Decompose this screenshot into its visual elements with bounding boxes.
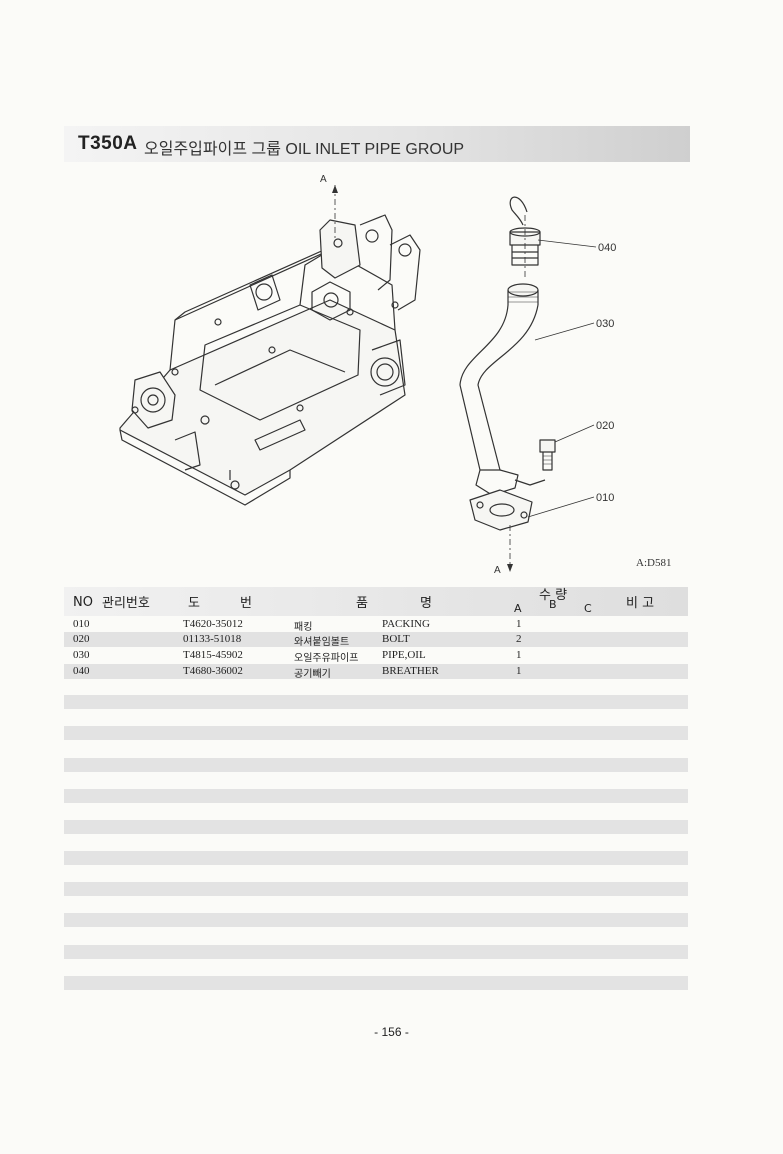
group-title: 오일주입파이프 그룹 OIL INLET PIPE GROUP	[144, 141, 465, 158]
cell-eng-name: BREATHER	[382, 665, 439, 677]
callout-010: 010	[596, 492, 614, 504]
empty-row-band	[64, 882, 688, 896]
cell-kor-name: 오일주유파이프	[294, 653, 359, 664]
marker-bottom: A	[494, 565, 501, 576]
empty-row-band	[64, 820, 688, 834]
header-qty-a: A	[514, 602, 522, 615]
cell-qty-a: 2	[516, 633, 522, 645]
table-row: 030 T4815-45902 오일주유파이프 PIPE,OIL 1	[64, 648, 688, 664]
diagram-reference: A:D581	[636, 557, 672, 569]
group-code: T350A	[78, 133, 138, 154]
cell-part-no: T4815-45902	[183, 649, 243, 661]
header-name-2: 명	[420, 596, 432, 611]
empty-row-band	[64, 976, 688, 990]
cell-kor-name: 공기빼기	[294, 669, 331, 680]
header-qty: 수 량	[539, 588, 568, 603]
empty-row-band	[64, 913, 688, 927]
cell-qty-a: 1	[516, 665, 522, 677]
header-drawing-1: 도	[188, 596, 200, 611]
cell-no: 020	[73, 633, 90, 645]
table-row: 020 01133-51018 와셔붙임볼트 BOLT 2	[64, 632, 688, 648]
cell-part-no: 01133-51018	[183, 633, 242, 645]
header-qty-c: C	[584, 602, 592, 615]
table-header: NO 관리번호 도 번 품 명 수 량 A B C 비 고	[64, 587, 688, 616]
title-bar	[64, 126, 690, 162]
header-name-1: 품	[356, 596, 368, 611]
table-row: 010 T4620-35012 패킹 PACKING 1	[64, 617, 688, 633]
hydraulic-housing-illustration	[119, 214, 421, 506]
cell-no: 010	[73, 618, 90, 630]
empty-row-band	[64, 851, 688, 865]
parts-diagram: A A 040 030 020 010	[119, 174, 616, 576]
table-row: 040 T4680-36002 공기빼기 BREATHER 1	[64, 664, 688, 680]
header-mgmt-no: 관리번호	[102, 596, 150, 611]
empty-row-band	[64, 726, 688, 740]
empty-row-band	[64, 789, 688, 803]
callout-040: 040	[598, 242, 616, 254]
cell-eng-name: PIPE,OIL	[382, 649, 426, 661]
page-number: - 156 -	[374, 1025, 409, 1039]
cell-part-no: T4680-36002	[183, 665, 243, 677]
oil-pipe-illustration	[459, 283, 546, 531]
cell-kor-name: 와셔붙임볼트	[294, 637, 350, 648]
cell-no: 030	[73, 649, 90, 661]
cell-eng-name: BOLT	[382, 633, 410, 645]
header-remark: 비 고	[626, 596, 655, 611]
cell-qty-a: 1	[516, 618, 522, 630]
callout-030: 030	[596, 318, 614, 330]
empty-row-band	[64, 758, 688, 772]
header-no: NO	[73, 595, 93, 610]
cell-qty-a: 1	[516, 649, 522, 661]
header-qty-b: B	[549, 598, 557, 611]
cell-no: 040	[73, 665, 90, 677]
empty-row-band	[64, 945, 688, 959]
callout-020: 020	[596, 420, 614, 432]
empty-row-band	[64, 695, 688, 709]
header-drawing-2: 번	[240, 596, 252, 611]
marker-top: A	[320, 174, 327, 185]
cell-eng-name: PACKING	[382, 618, 430, 630]
bolt-illustration	[539, 439, 556, 471]
cell-kor-name: 패킹	[294, 622, 313, 633]
cell-part-no: T4620-35012	[183, 618, 243, 630]
